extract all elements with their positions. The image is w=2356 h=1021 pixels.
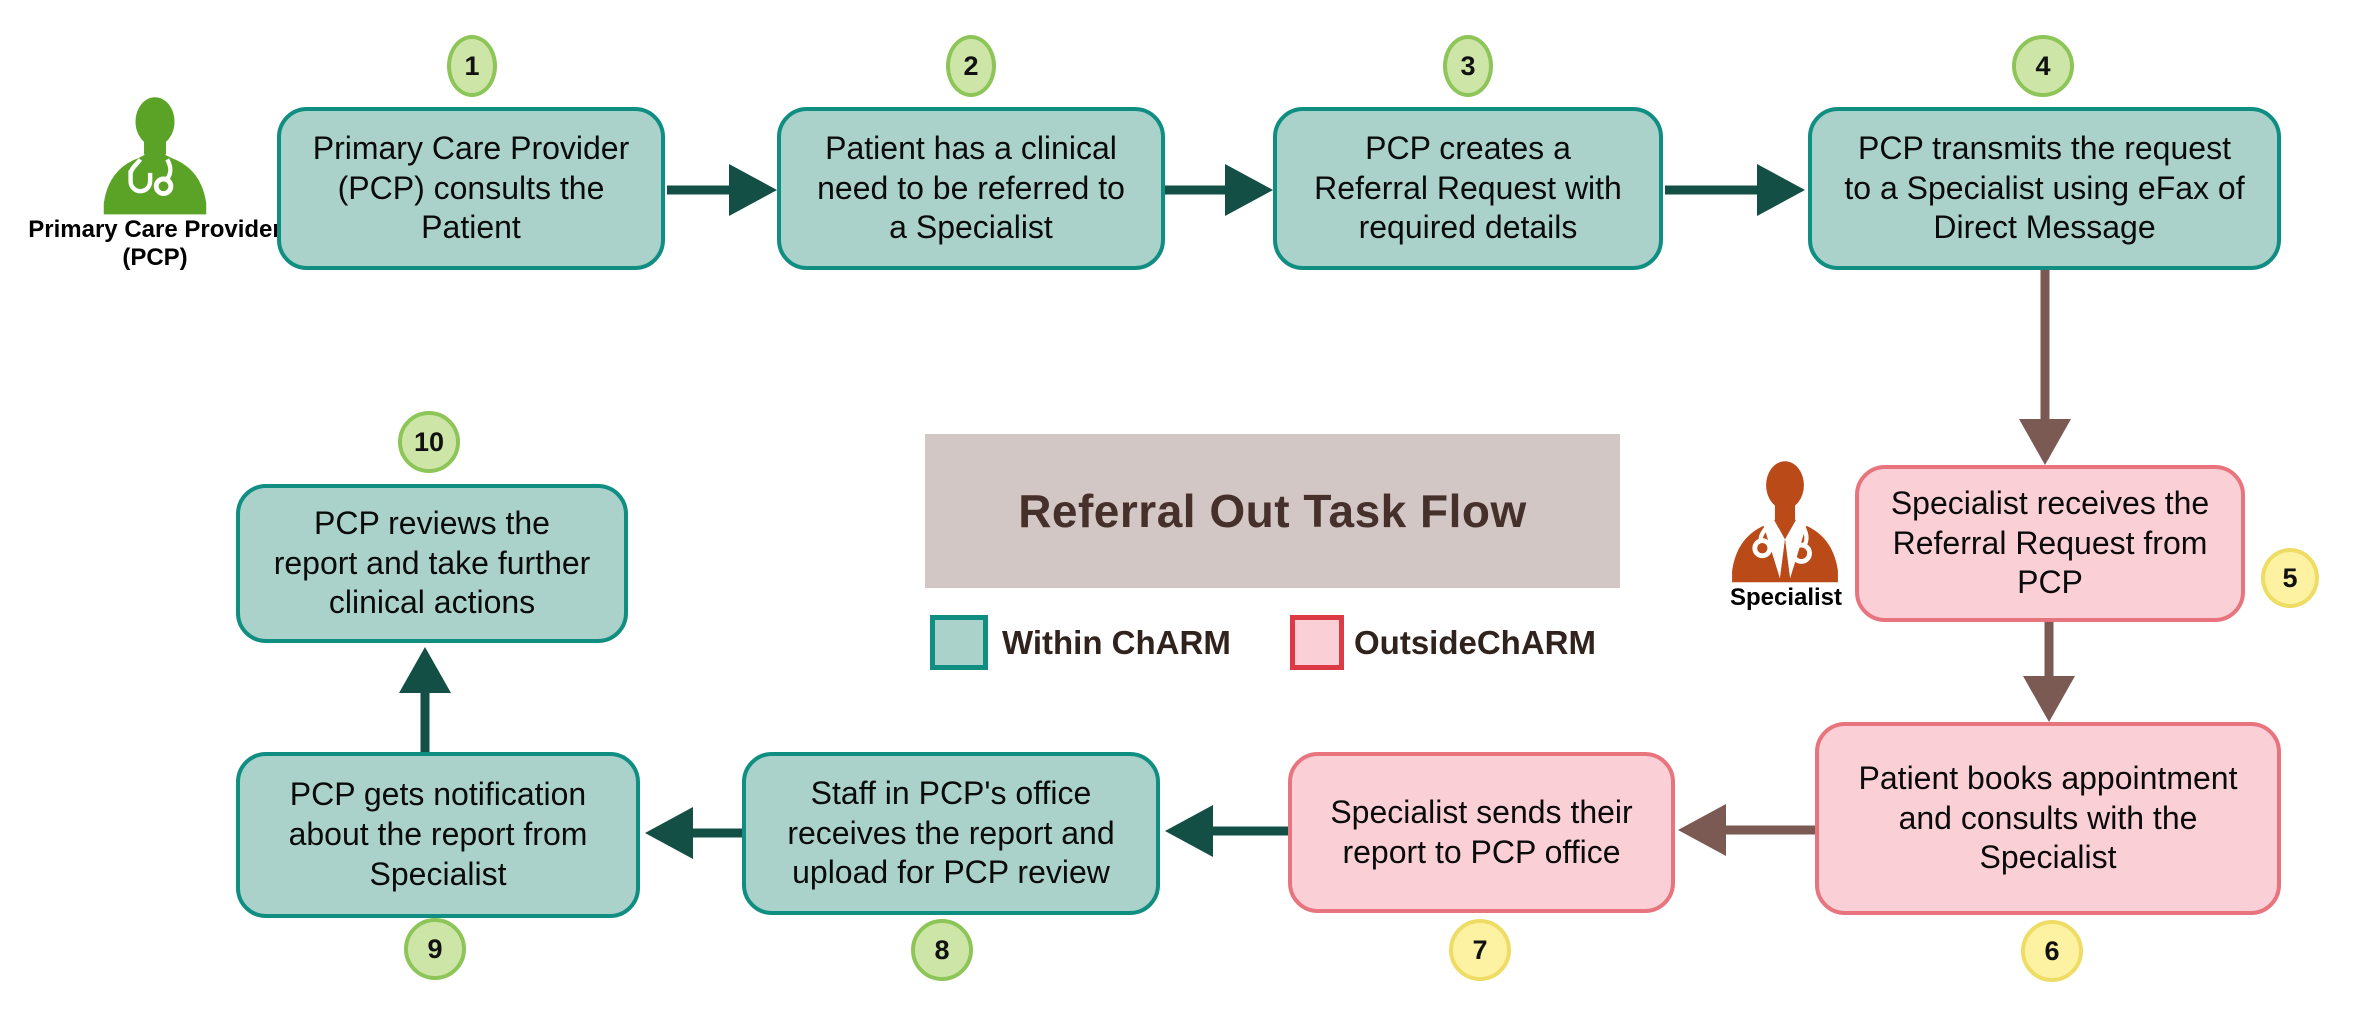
arrow-step1-to-step2 bbox=[667, 163, 777, 217]
pcp-doctor-icon bbox=[103, 97, 207, 215]
arrow-shaft bbox=[420, 691, 430, 752]
legend-within-charm-label: Within ChARM bbox=[1002, 623, 1231, 661]
step-badge-9: 9 bbox=[404, 918, 466, 980]
arrow-step5-to-step6 bbox=[2022, 622, 2076, 722]
arrow-head-icon bbox=[2023, 676, 2075, 722]
arrow-shaft bbox=[667, 185, 731, 195]
arrow-head-icon bbox=[645, 807, 693, 859]
step-text-9: PCP gets notification about the report f… bbox=[288, 776, 588, 892]
diagram-title: Referral Out Task Flow bbox=[925, 434, 1620, 588]
arrow-head-icon bbox=[1678, 804, 1726, 856]
arrow-shaft bbox=[1665, 185, 1759, 195]
pcp-label: Primary Care Provider (PCP) bbox=[28, 216, 282, 271]
arrow-head-icon bbox=[2019, 419, 2071, 465]
step-badge-8: 8 bbox=[911, 919, 973, 981]
step-badge-1: 1 bbox=[447, 35, 497, 97]
step-badge-10: 10 bbox=[398, 411, 460, 473]
step-box-5: Specialist receives the Referral Request… bbox=[1855, 465, 2245, 622]
step-badge-4: 4 bbox=[2012, 35, 2074, 97]
arrow-step6-to-step7 bbox=[1678, 803, 1815, 857]
arrow-step3-to-step4 bbox=[1665, 163, 1805, 217]
arrow-shaft bbox=[1724, 825, 1815, 835]
arrow-shaft bbox=[2040, 270, 2050, 421]
step-badge-7: 7 bbox=[1449, 919, 1511, 981]
step-box-1: Primary Care Provider (PCP) consults the… bbox=[277, 107, 665, 270]
arrow-head-icon bbox=[1165, 805, 1213, 857]
step-text-10: PCP reviews the report and take further … bbox=[273, 504, 591, 621]
arrow-step9-to-step10 bbox=[399, 647, 451, 752]
legend-within-charm-swatch bbox=[930, 615, 988, 670]
specialist-label: Specialist bbox=[1729, 584, 1843, 611]
arrow-head-icon bbox=[729, 164, 777, 216]
arrow-shaft bbox=[1165, 185, 1227, 195]
arrow-shaft bbox=[691, 828, 742, 838]
step-box-2: Patient has a clinical need to be referr… bbox=[777, 107, 1165, 270]
step-box-4: PCP transmits the request to a Specialis… bbox=[1808, 107, 2281, 270]
step-box-3: PCP creates a Referral Request with requ… bbox=[1273, 107, 1663, 270]
step-badge-3: 3 bbox=[1443, 35, 1493, 97]
step-badge-5: 5 bbox=[2261, 548, 2319, 608]
step-text-3: PCP creates a Referral Request with requ… bbox=[1314, 129, 1622, 246]
specialist-doctor-icon bbox=[1732, 461, 1838, 583]
legend-outside-charm-label: OutsideChARM bbox=[1354, 623, 1596, 661]
step-box-7: Specialist sends their report to PCP off… bbox=[1288, 752, 1675, 913]
arrow-shaft bbox=[1211, 826, 1288, 836]
step-box-6: Patient books appointment and consults w… bbox=[1815, 722, 2281, 915]
step-text-1: Primary Care Provider (PCP) consults the… bbox=[312, 129, 630, 246]
step-text-4: PCP transmits the request to a Specialis… bbox=[1844, 129, 2245, 246]
step-box-10: PCP reviews the report and take further … bbox=[236, 484, 628, 643]
step-text-2: Patient has a clinical need to be referr… bbox=[817, 129, 1125, 246]
arrow-head-icon bbox=[1225, 164, 1273, 216]
step-badge-2: 2 bbox=[946, 35, 996, 97]
arrow-head-icon bbox=[1757, 164, 1805, 216]
step-text-8: Staff in PCP's office receives the repor… bbox=[787, 774, 1115, 891]
step-text-6: Patient books appointment and consults w… bbox=[1858, 759, 2238, 876]
step-box-9: PCP gets notification about the report f… bbox=[236, 752, 640, 918]
legend-outside-charm-swatch bbox=[1290, 615, 1344, 670]
arrow-step2-to-step3 bbox=[1165, 163, 1273, 217]
step-box-8: Staff in PCP's office receives the repor… bbox=[742, 752, 1160, 915]
step-badge-6: 6 bbox=[2021, 920, 2083, 982]
arrow-step8-to-step9 bbox=[645, 806, 742, 860]
arrow-step4-to-step5 bbox=[2018, 270, 2072, 465]
step-text-5: Specialist receives the Referral Request… bbox=[1890, 484, 2210, 601]
arrow-step7-to-step8 bbox=[1165, 804, 1288, 858]
arrow-head-icon bbox=[399, 647, 451, 693]
arrow-shaft bbox=[2044, 622, 2054, 678]
step-text-7: Specialist sends their report to PCP off… bbox=[1330, 793, 1633, 870]
